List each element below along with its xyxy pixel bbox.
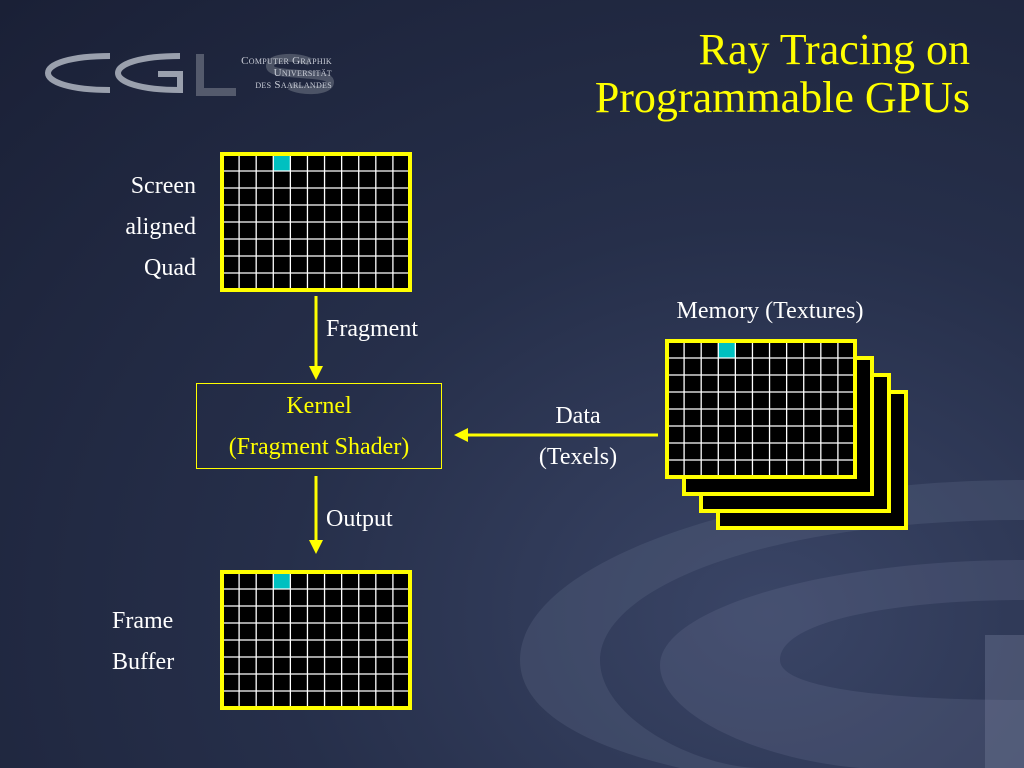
logo-line-1: Computer Graphik	[241, 55, 332, 67]
frame-buffer-label-line-2: Buffer	[112, 649, 175, 675]
screen-quad-label: Screen aligned Quad	[90, 166, 196, 289]
logo-line-2: Universität	[273, 67, 332, 79]
memory-label: Memory (Textures)	[676, 298, 864, 324]
frame-buffer-grid	[220, 570, 412, 710]
kernel-subtitle: (Fragment Shader)	[228, 434, 410, 460]
frame-buffer-grid-border	[220, 570, 412, 710]
data-label-line-2: (Texels)	[538, 444, 618, 470]
cg-logo-icon	[44, 53, 335, 96]
output-label: Output	[326, 506, 393, 532]
screen-quad-label-line-2: aligned	[125, 214, 196, 240]
screen-quad-grid	[220, 152, 412, 292]
data-label-line-1: Data	[555, 403, 601, 429]
fragment-label: Fragment	[326, 316, 418, 342]
texture-grid-front-border	[665, 339, 857, 479]
frame-buffer-grid-highlight-cell	[273, 572, 291, 589]
fragment-arrow	[309, 296, 323, 380]
texture-grid-front-highlight-cell	[718, 341, 736, 358]
slide-title: Ray Tracing on Programmable GPUs	[450, 26, 970, 122]
screen-quad-grid-border	[220, 152, 412, 292]
kernel-title: Kernel	[286, 393, 352, 419]
frame-buffer-label-line-1: Frame	[112, 608, 174, 634]
screen-quad-label-line-3: Quad	[144, 255, 196, 281]
memory-texture-stack	[665, 339, 908, 530]
frame-buffer-label: Frame Buffer	[112, 601, 174, 683]
data-label: Data (Texels)	[518, 396, 638, 478]
logo-line-3: des Saarlandes	[255, 79, 332, 91]
output-arrow	[309, 476, 323, 554]
title-line-2: Programmable GPUs	[594, 73, 970, 122]
kernel-box: Kernel (Fragment Shader)	[196, 383, 442, 469]
data-arrow	[454, 428, 658, 442]
screen-quad-grid-highlight-cell	[273, 154, 291, 171]
logo-text: Computer Graphik Universität des Saarlan…	[200, 55, 332, 91]
screen-quad-label-line-1: Screen	[130, 173, 196, 199]
title-line-1: Ray Tracing on	[698, 25, 970, 74]
texture-grid-front	[665, 339, 857, 479]
